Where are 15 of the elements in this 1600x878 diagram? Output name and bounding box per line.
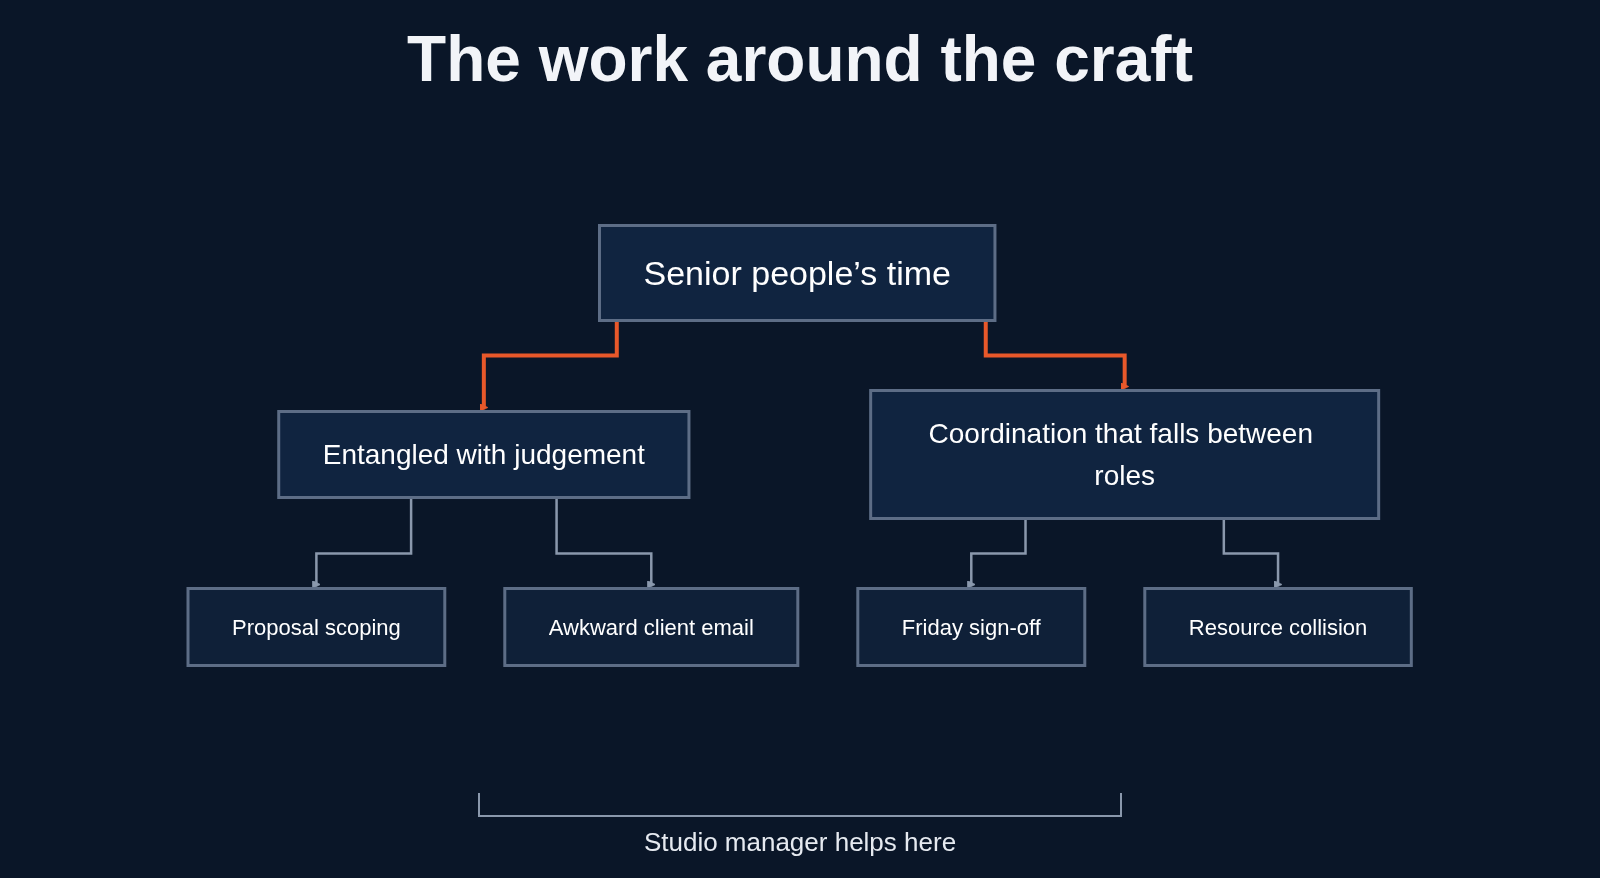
- node-box: Awkward client email: [503, 587, 800, 667]
- node-box: Proposal scoping: [186, 587, 447, 667]
- arrow: [312, 497, 413, 589]
- node-box: Resource collision: [1143, 587, 1414, 667]
- arrow: [1222, 518, 1283, 589]
- title: The work around the craft: [407, 22, 1193, 96]
- arrow: [555, 497, 657, 589]
- node-box: Coordination that falls between roles: [869, 389, 1381, 520]
- node-box: Entangled with judgement: [277, 410, 691, 499]
- arrow: [479, 320, 620, 412]
- node-box: Friday sign-off: [856, 587, 1087, 667]
- arrow: [967, 518, 1028, 589]
- note: Studio manager helps here: [643, 827, 957, 858]
- arrow: [984, 320, 1130, 391]
- node-box: Senior people’s time: [598, 224, 997, 322]
